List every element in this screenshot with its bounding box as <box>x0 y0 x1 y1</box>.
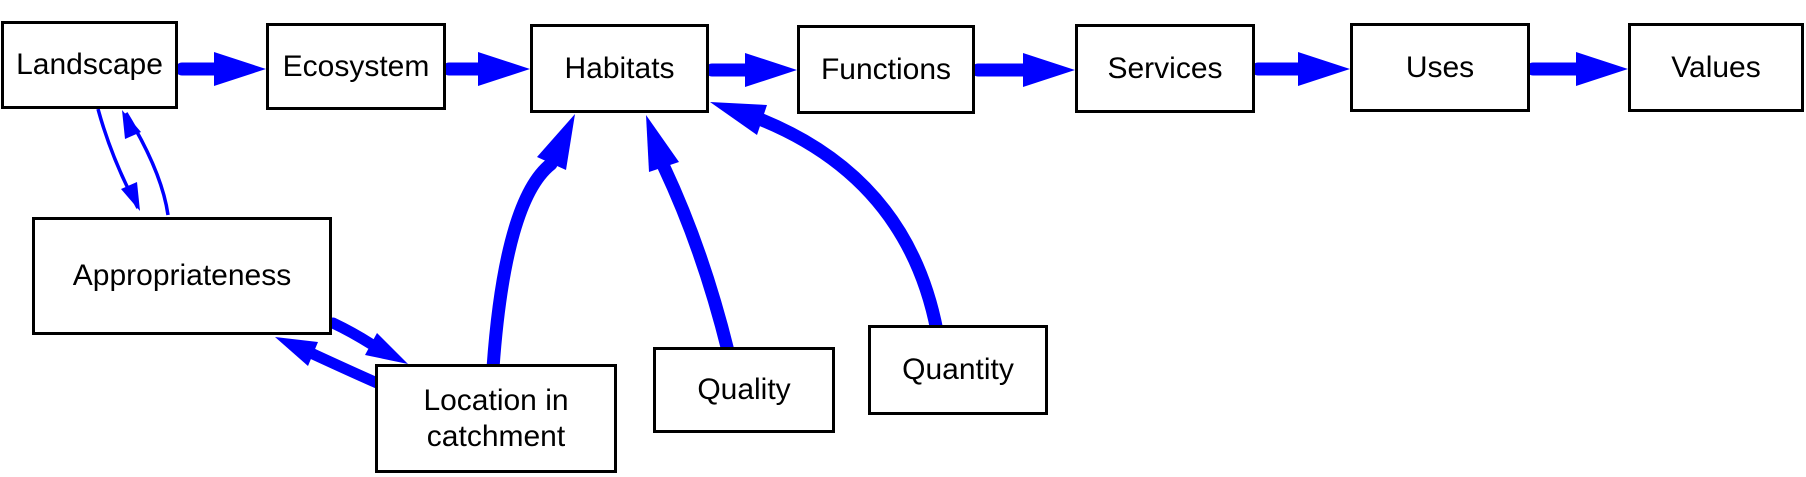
edge-appropriateness-to-location <box>327 317 408 364</box>
node-habitats: Habitats <box>530 24 709 113</box>
edge-quality-to-habitats <box>646 115 735 358</box>
node-quality: Quality <box>653 347 835 433</box>
edge-functions-to-services <box>971 53 1075 87</box>
arrowhead <box>478 52 530 86</box>
node-ecosystem: Ecosystem <box>266 23 446 110</box>
arrowhead <box>710 102 767 135</box>
edge-services-to-uses <box>1251 52 1350 86</box>
node-habitats-label: Habitats <box>564 51 675 85</box>
node-uses: Uses <box>1350 23 1530 112</box>
arrowhead <box>1298 52 1350 86</box>
arrowhead <box>646 115 679 172</box>
node-quality-label: Quality <box>697 373 791 406</box>
edge-quantity-to-habitats <box>710 102 944 338</box>
node-appropriateness: Appropriateness <box>32 217 332 335</box>
edge-uses-to-values <box>1526 52 1628 86</box>
arrowhead <box>121 182 140 211</box>
arrowhead <box>1023 53 1075 87</box>
arrowhead <box>122 110 141 139</box>
edge-ecosystem-to-habitats <box>442 52 530 86</box>
node-location-in-catchment: Location in catchment <box>375 364 617 473</box>
edge-appropriateness-to-landscape <box>122 110 170 216</box>
arrowhead <box>1576 52 1628 86</box>
arrowhead <box>745 53 797 87</box>
node-values-label: Values <box>1671 50 1761 84</box>
node-services: Services <box>1075 24 1255 113</box>
edge-landscape-to-ecosystem <box>175 52 266 86</box>
node-quantity-label: Quantity <box>902 353 1014 386</box>
node-landscape: Landscape <box>1 21 178 109</box>
node-uses-label: Uses <box>1405 50 1475 84</box>
arrowhead <box>275 337 318 366</box>
arrowhead <box>214 52 266 86</box>
node-appropriateness-label: Appropriateness <box>72 259 292 292</box>
node-functions: Functions <box>797 25 975 114</box>
node-location-in-catchment-label: Location in catchment <box>423 383 569 453</box>
edge-location-to-habitats <box>486 114 575 375</box>
edge-landscape-to-appropriateness <box>96 108 140 211</box>
node-quantity: Quantity <box>868 325 1048 415</box>
node-services-label: Services <box>1107 51 1223 85</box>
node-values: Values <box>1628 23 1804 112</box>
node-landscape-label: Landscape <box>16 48 163 81</box>
arrowhead <box>365 333 408 364</box>
edge-habitats-to-functions <box>705 53 797 87</box>
edge-location-to-appropriateness <box>275 337 383 389</box>
node-functions-label: Functions <box>820 52 952 86</box>
node-ecosystem-label: Ecosystem <box>282 49 430 83</box>
arrowhead <box>537 114 575 170</box>
